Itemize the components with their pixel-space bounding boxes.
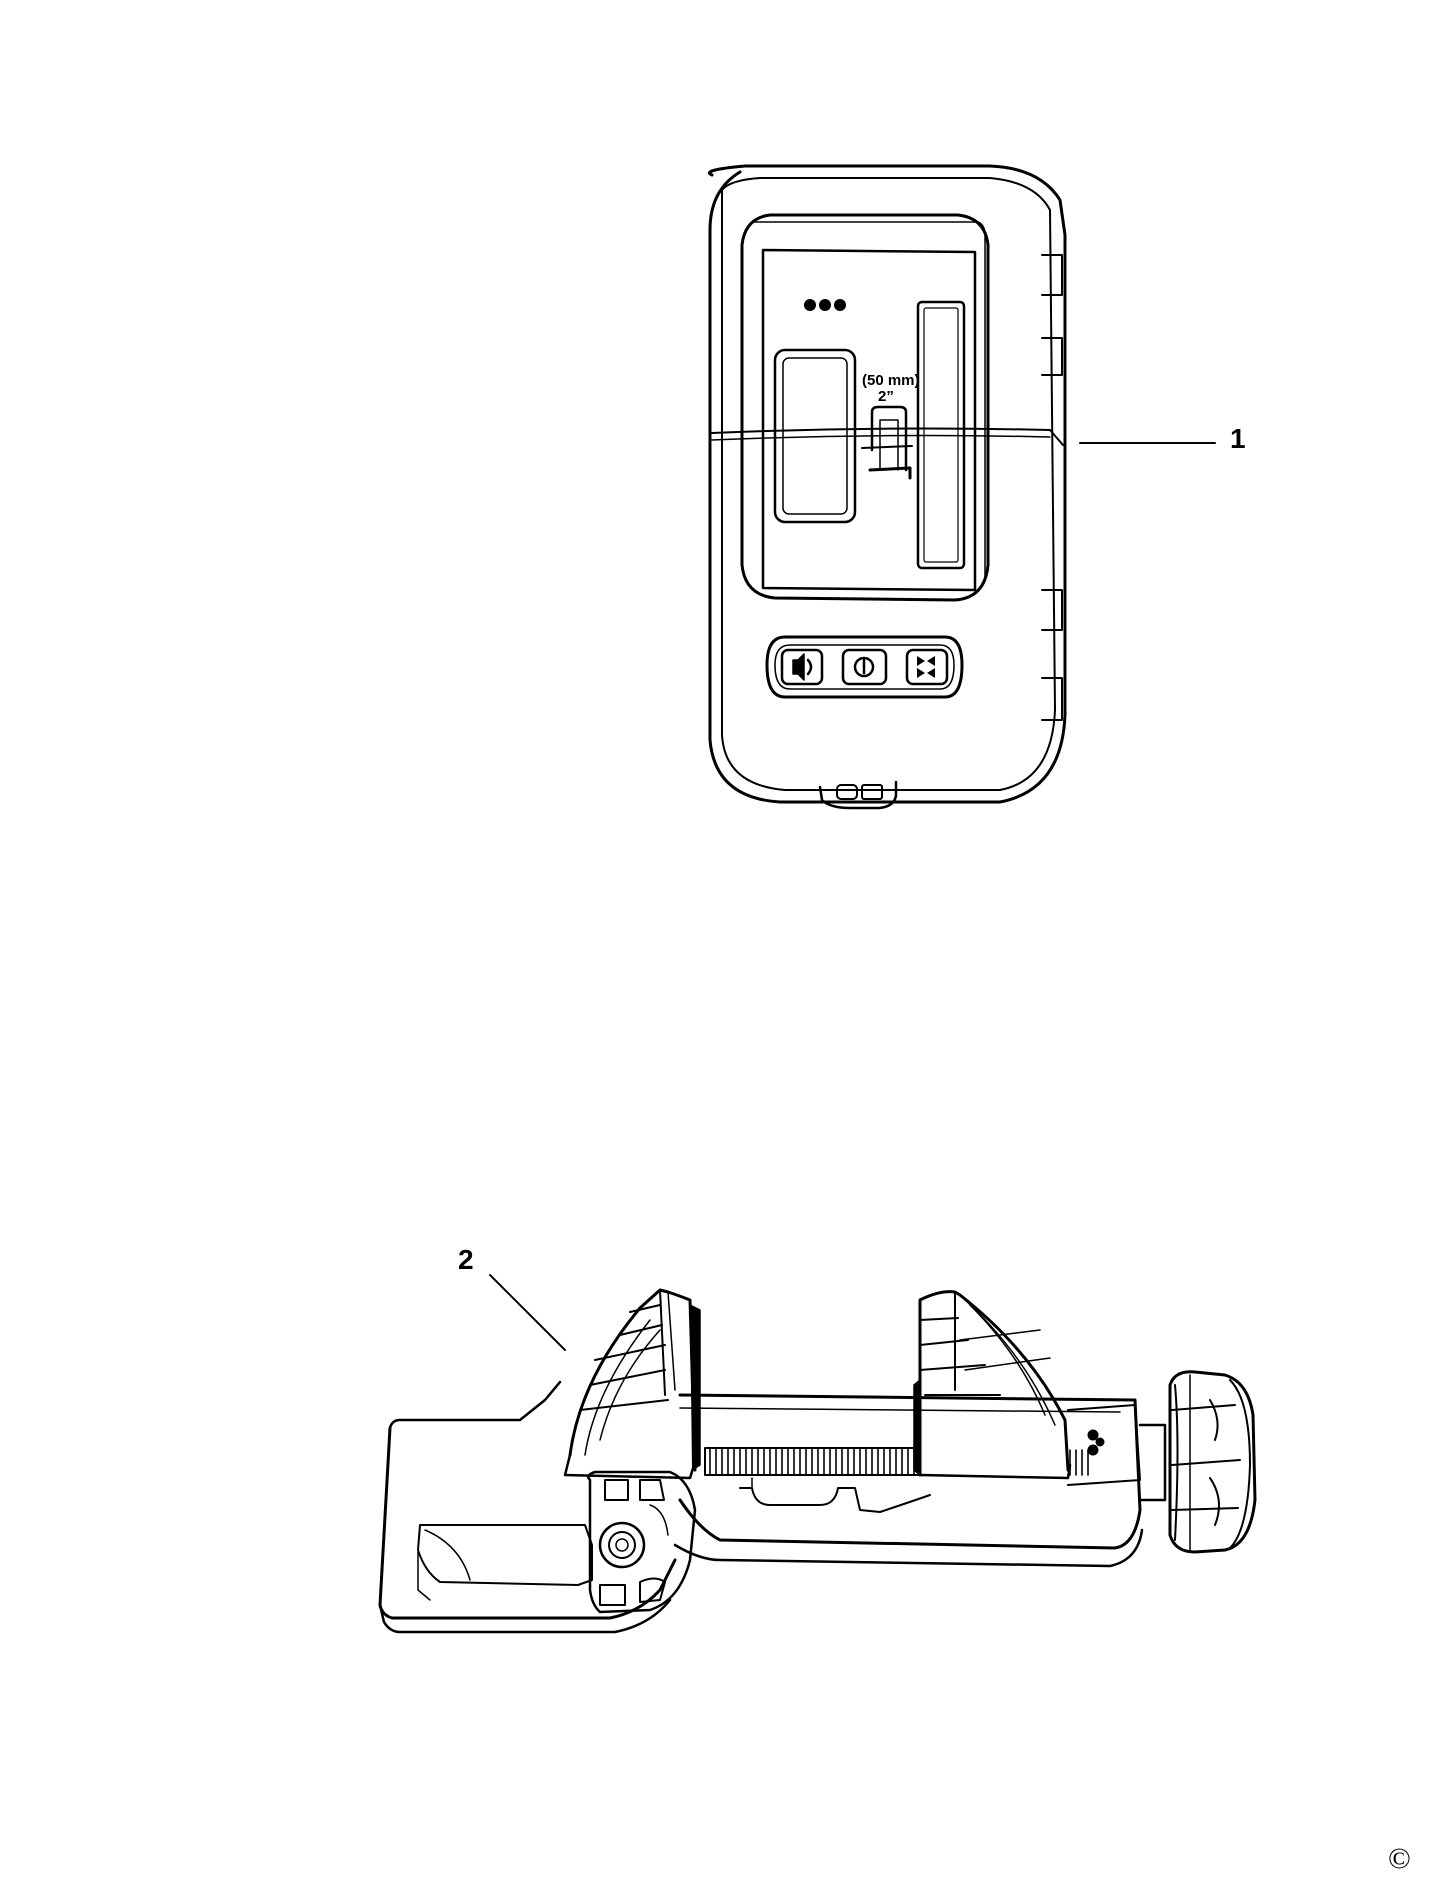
clamp-bracket bbox=[378, 1274, 1257, 1634]
power-icon bbox=[853, 656, 875, 678]
range-label-in: 2” bbox=[878, 388, 894, 405]
copyright-mark: © bbox=[1388, 1842, 1411, 1875]
callout-1: 1 bbox=[1230, 423, 1246, 454]
speaker-icon bbox=[792, 653, 813, 681]
power-button[interactable] bbox=[841, 648, 888, 686]
accuracy-button[interactable] bbox=[905, 648, 949, 686]
range-label-mm: (50 mm) bbox=[862, 372, 920, 389]
accuracy-icon bbox=[917, 656, 935, 678]
laser-detector bbox=[708, 164, 1216, 810]
led-indicator-icon bbox=[804, 299, 846, 311]
callout-2: 2 bbox=[458, 1244, 474, 1275]
speaker-button[interactable] bbox=[780, 648, 824, 686]
